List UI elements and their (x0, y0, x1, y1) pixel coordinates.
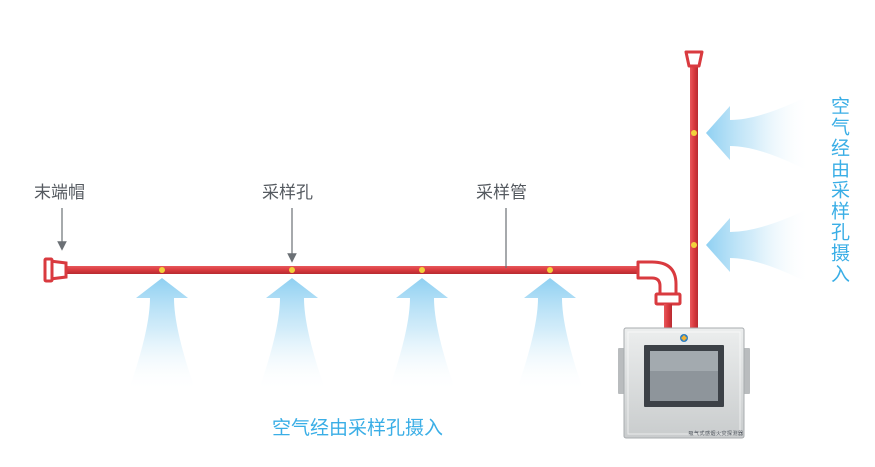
sampling-pipe-horizontal (64, 266, 642, 274)
vertical-airflow-caption: 空气经由采样孔摄入 (828, 96, 850, 285)
sampling-hole-5 (691, 130, 697, 136)
sampling-hole-4 (547, 267, 553, 273)
sampling-hole-2 (289, 267, 295, 273)
device-logo-icon (680, 334, 688, 342)
airflow-arrow-5 (706, 95, 810, 172)
detector-device (618, 327, 750, 439)
airflow-arrow-6 (706, 208, 810, 284)
device-name-plate: 吸气式感烟火灾探测器 (688, 431, 744, 437)
sampling-hole-3 (419, 267, 425, 273)
label-pointers (57, 208, 507, 268)
sampling-hole-6 (691, 242, 697, 248)
sampling-pipe-vertical (690, 64, 698, 330)
airflow-arrow-2 (258, 278, 326, 392)
sampling-pipe-label: 采样管 (476, 183, 527, 203)
sampling-hole-1 (159, 267, 165, 273)
end-cap-top (684, 50, 704, 68)
airflow-plumes-vertical (706, 95, 810, 284)
horizontal-airflow-caption: 空气经由采样孔摄入 (272, 417, 444, 439)
sampling-holes (159, 130, 697, 273)
end-cap-label: 末端帽 (34, 183, 85, 203)
airflow-arrow-3 (388, 278, 456, 392)
airflow-arrow-4 (516, 278, 584, 392)
elbow-fitting (636, 260, 682, 306)
airflow-plumes-horizontal (128, 278, 584, 392)
airflow-arrow-1 (128, 278, 196, 392)
pipe-to-device-left (664, 304, 672, 330)
end-cap (43, 257, 68, 283)
sampling-hole-label: 采样孔 (262, 183, 313, 203)
